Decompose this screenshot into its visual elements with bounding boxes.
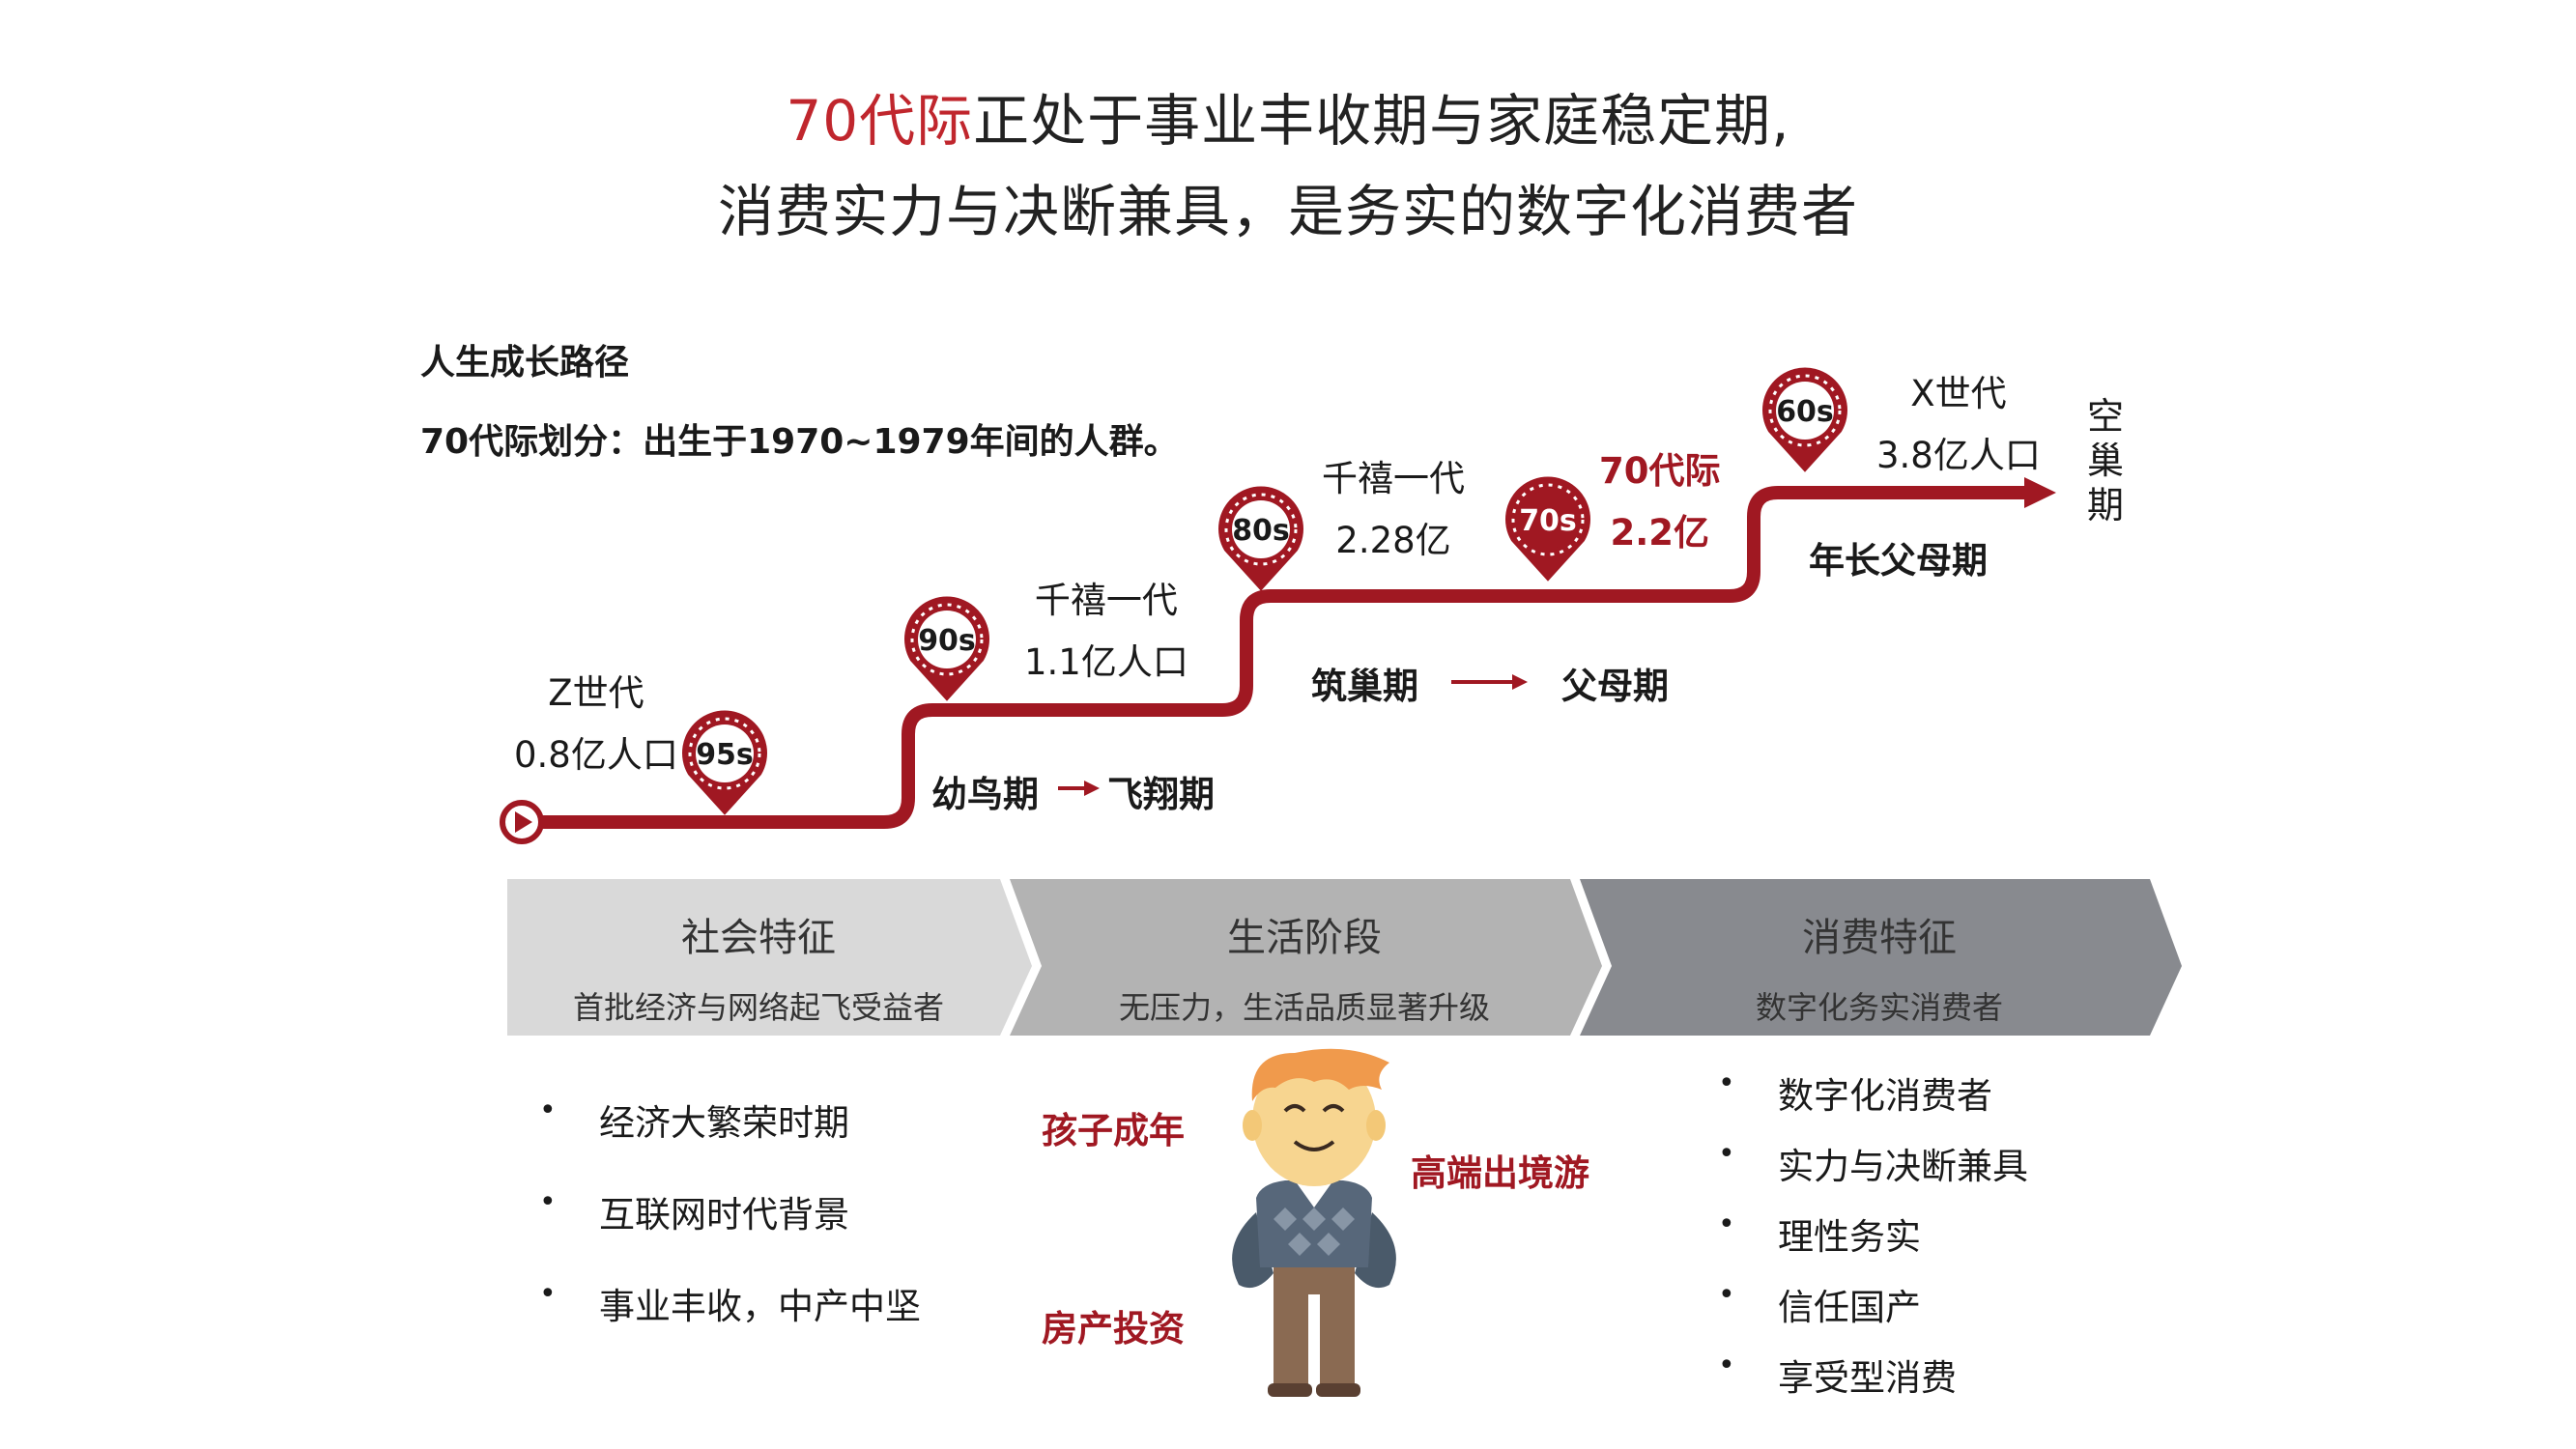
tag-property: 房产投资: [1042, 1308, 1185, 1350]
gen-millennial-a-pop: 1.1亿人口: [1024, 641, 1188, 683]
gen-seventies-pop: 2.2亿: [1610, 512, 1710, 554]
list-item-text: 实力与决断兼具: [1778, 1146, 2028, 1187]
chevron-band: [507, 879, 2182, 1036]
chevron-social-text: 社会特征 首批经济与网络起飞受益者: [507, 906, 1010, 1028]
gen-x-pop: 3.8亿人口: [1876, 435, 2041, 476]
gen-x-name: X世代: [1910, 373, 2007, 414]
list-item-text: 经济大繁荣时期: [599, 1102, 849, 1144]
chevron-consume: [1580, 879, 2182, 1036]
marker-70s-pin: 70s: [1505, 476, 1590, 582]
phase-fledgling: 幼鸟期: [931, 774, 1039, 815]
list-item-text: 享受型消费: [1778, 1357, 1957, 1399]
marker-95s-label: 95s: [696, 738, 754, 772]
tag-travel: 高端出境游: [1411, 1152, 1589, 1194]
list-item-text: 互联网时代背景: [599, 1194, 849, 1236]
gen-x-label: X世代 3.8亿人口: [1876, 363, 2041, 487]
gen-millennial-b-label: 千禧一代 2.28亿: [1322, 448, 1465, 572]
gen-z-label: Z世代 0.8亿人口: [514, 663, 678, 786]
marker-60s-label: 60s: [1776, 395, 1834, 429]
phase-nesting: 筑巢期: [1311, 666, 1418, 707]
list-item-text: 信任国产: [1778, 1287, 1921, 1328]
list-item-text: 理性务实: [1778, 1216, 1921, 1258]
bullet-dot: •: [539, 1185, 557, 1219]
bullet-dot: •: [1718, 1066, 1735, 1100]
phase-empty-nest-char-2: 巢: [2087, 440, 2125, 482]
chevron-life-sub: 无压力，生活品质显著升级: [1118, 989, 1490, 1026]
marker-70s-label: 70s: [1519, 504, 1577, 538]
phase-soaring: 飞翔期: [1107, 774, 1215, 815]
chevron-social: [507, 879, 1032, 1036]
tag-children: 孩子成年: [1042, 1110, 1185, 1151]
chevron-life-text: 生活阶段 无压力，生活品质显著升级: [1034, 906, 1575, 1028]
consumer-bullet-list: • 数字化消费者 • 实力与决断兼具 • 理性务实 • 信任国产 • 享受型消费: [1718, 1066, 2201, 1414]
cohort-definition: 70代际划分：出生于1970~1979年间的人群。: [420, 422, 1179, 462]
marker-60s-pin: 60s: [1761, 367, 1847, 472]
phase-empty-nest-char-3: 期: [2087, 484, 2125, 526]
title-highlight: 70代际: [786, 88, 974, 154]
chevron-life: [1010, 879, 1602, 1036]
phase-parent: 父母期: [1561, 666, 1669, 707]
marker-95s-pin: 95s: [682, 710, 767, 815]
gen-millennial-a-label: 千禧一代 1.1亿人口: [1024, 570, 1188, 694]
marker-80s-label: 80s: [1232, 514, 1290, 548]
list-item-text: 事业丰收，中产中坚: [599, 1286, 921, 1327]
path-end-arrow: [2024, 477, 2056, 508]
phase-arrow-nesting-parent: [1451, 674, 1528, 690]
social-bullet-list: • 经济大繁荣时期 • 互联网时代背景 • 事业丰收，中产中坚: [539, 1094, 1022, 1345]
phase-elder-parent: 年长父母期: [1809, 540, 1988, 582]
gen-millennial-a-name: 千禧一代: [1034, 580, 1178, 621]
phase-empty-nest: 空 巢 期: [2087, 394, 2124, 527]
title-line-2: 消费实力与决断兼具，是务实的数字化消费者: [717, 179, 1858, 244]
gen-millennial-b-name: 千禧一代: [1322, 458, 1465, 499]
path-heading: 人生成长路径: [420, 343, 630, 383]
person-illustration: [1232, 1048, 1396, 1397]
chevron-consume-text: 消费特征 数字化务实消费者: [1604, 906, 2155, 1028]
chevron-social-sub: 首批经济与网络起飞受益者: [572, 989, 944, 1026]
phase-empty-nest-char-1: 空: [2087, 395, 2125, 438]
list-item-text: 数字化消费者: [1778, 1075, 1992, 1117]
phase-arrow-fledgling-soaring: [1058, 781, 1100, 796]
bullet-dot: •: [1718, 1278, 1735, 1312]
marker-90s-label: 90s: [918, 624, 976, 658]
growth-path-line: [515, 486, 2036, 829]
gen-z-pop: 0.8亿人口: [514, 734, 678, 776]
chevron-social-title: 社会特征: [681, 916, 836, 960]
title-line-1: 70代际正处于事业丰收期与家庭稳定期,: [0, 75, 2576, 156]
bullet-dot: •: [539, 1094, 557, 1127]
bullet-dot: •: [1718, 1137, 1735, 1171]
gen-seventies-name: 70代际: [1599, 450, 1721, 492]
chevron-consume-title: 消费特征: [1802, 916, 1957, 960]
bullet-dot: •: [1718, 1208, 1735, 1241]
marker-80s-pin: 80s: [1218, 486, 1303, 591]
marker-90s-pin: 90s: [904, 596, 989, 701]
bullet-dot: •: [1718, 1349, 1735, 1382]
gen-z-name: Z世代: [548, 672, 644, 714]
title-line-1-rest: 正处于事业丰收期与家庭稳定期,: [973, 88, 1790, 154]
chevron-consume-sub: 数字化务实消费者: [1755, 989, 2003, 1026]
path-start-play-icon: [500, 800, 544, 844]
gen-seventies-label: 70代际 2.2亿: [1599, 440, 1721, 564]
chevron-life-title: 生活阶段: [1227, 916, 1382, 960]
bullet-dot: •: [539, 1277, 557, 1311]
gen-millennial-b-pop: 2.28亿: [1335, 520, 1451, 561]
